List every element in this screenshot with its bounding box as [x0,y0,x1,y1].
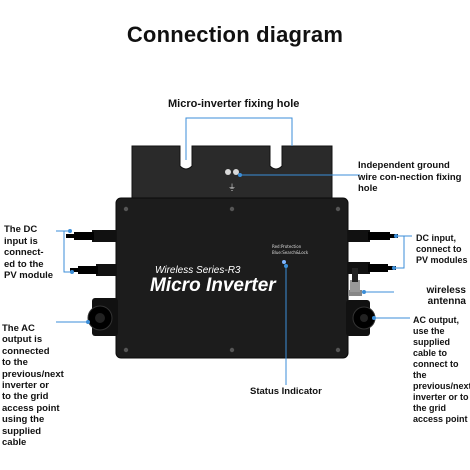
mounting-plate [131,145,333,201]
ground-hole [233,169,239,175]
label-status-indicator: Status Indicator [250,386,322,397]
status-led [282,260,286,264]
device-series: Wireless Series-R3 [155,265,241,276]
inverter-body [115,197,349,359]
led-label-2: Blue:Search&Lock [272,250,309,255]
led-label-1: Red:Protection [272,244,302,249]
device-brand: Micro Inverter [150,275,277,296]
screws [123,206,341,353]
ground-symbol: ⏚ [228,183,236,192]
label-ground-wire: Independent ground wire con-nection fixi… [358,160,462,194]
dc-connector-left-top [66,230,116,242]
label-dc-input-right: DC input, connect to PV modules [416,233,468,265]
label-ac-output-left: The AC output is connected to the previo… [2,323,64,449]
ground-hole [225,169,231,175]
label-wireless-antenna: wireless antenna [426,285,466,307]
ac-connector-left [87,298,118,336]
ac-connector-right [346,300,376,336]
leader-dots [68,173,398,324]
label-fixing-hole: Micro-inverter fixing hole [168,98,300,110]
diagram-title: Connection diagram [126,22,344,47]
dc-connector-left-bottom [70,264,116,276]
label-dc-input-left: The DC input is connect-ed to the PV mod… [4,224,54,281]
dc-connector-right-top [348,230,398,242]
label-ac-output-right: AC output, use the supplied cable to con… [413,315,470,424]
antenna [348,268,362,296]
